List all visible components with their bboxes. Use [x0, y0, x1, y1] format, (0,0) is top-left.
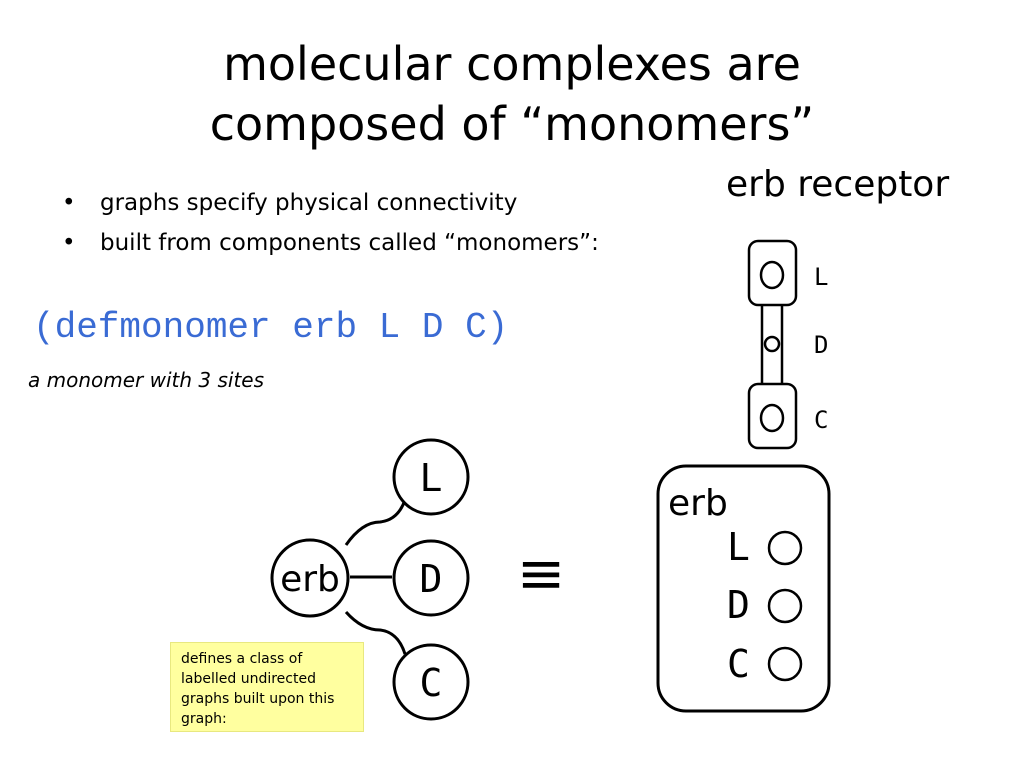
defmonomer-code: (defmonomer erb L D C)	[33, 307, 509, 348]
receptor-site-label: C	[814, 406, 828, 434]
box-site-label: L	[727, 525, 750, 569]
edge-erb-L	[344, 499, 407, 546]
erb-box: erb L D C	[656, 464, 831, 713]
node-label: D	[420, 557, 443, 601]
bullet-item: graphs specify physical connectivity	[62, 186, 599, 226]
equivalence-symbol: ≡	[517, 539, 566, 607]
note-box: defines a class of labelled undirected g…	[170, 642, 364, 732]
receptor-title: erb receptor	[726, 164, 950, 205]
graph-node-L: L	[392, 438, 470, 516]
receptor-site-label: L	[814, 263, 828, 291]
box-site-label: D	[727, 583, 750, 627]
edge-erb-C	[344, 610, 407, 655]
title-line-2: composed of “monomers”	[209, 97, 815, 151]
receptor-site-label: D	[814, 331, 828, 359]
site-circle	[763, 335, 781, 353]
erb-receptor-shape: L D C	[747, 239, 828, 450]
graph-node-D: D	[392, 539, 470, 617]
site-circle	[759, 403, 785, 433]
graph-edges	[344, 499, 407, 655]
box-label: erb	[668, 483, 728, 524]
bullet-item: built from components called “monomers”:	[62, 226, 599, 266]
title-line-1: molecular complexes are	[223, 37, 801, 91]
graph-node-erb: erb	[270, 538, 350, 618]
node-label: erb	[280, 559, 340, 600]
box-site-label: C	[727, 642, 750, 686]
monomer-caption: a monomer with 3 sites	[28, 368, 265, 392]
site-circle	[759, 260, 785, 290]
graph-node-C: C	[392, 643, 470, 721]
node-label: L	[420, 456, 443, 500]
node-label: C	[420, 661, 443, 705]
slide-title: molecular complexes are composed of “mon…	[0, 34, 1024, 154]
site-circle	[767, 588, 803, 624]
site-circle	[767, 646, 803, 682]
site-circle	[767, 530, 803, 566]
bullet-list: graphs specify physical connectivity bui…	[62, 186, 599, 266]
